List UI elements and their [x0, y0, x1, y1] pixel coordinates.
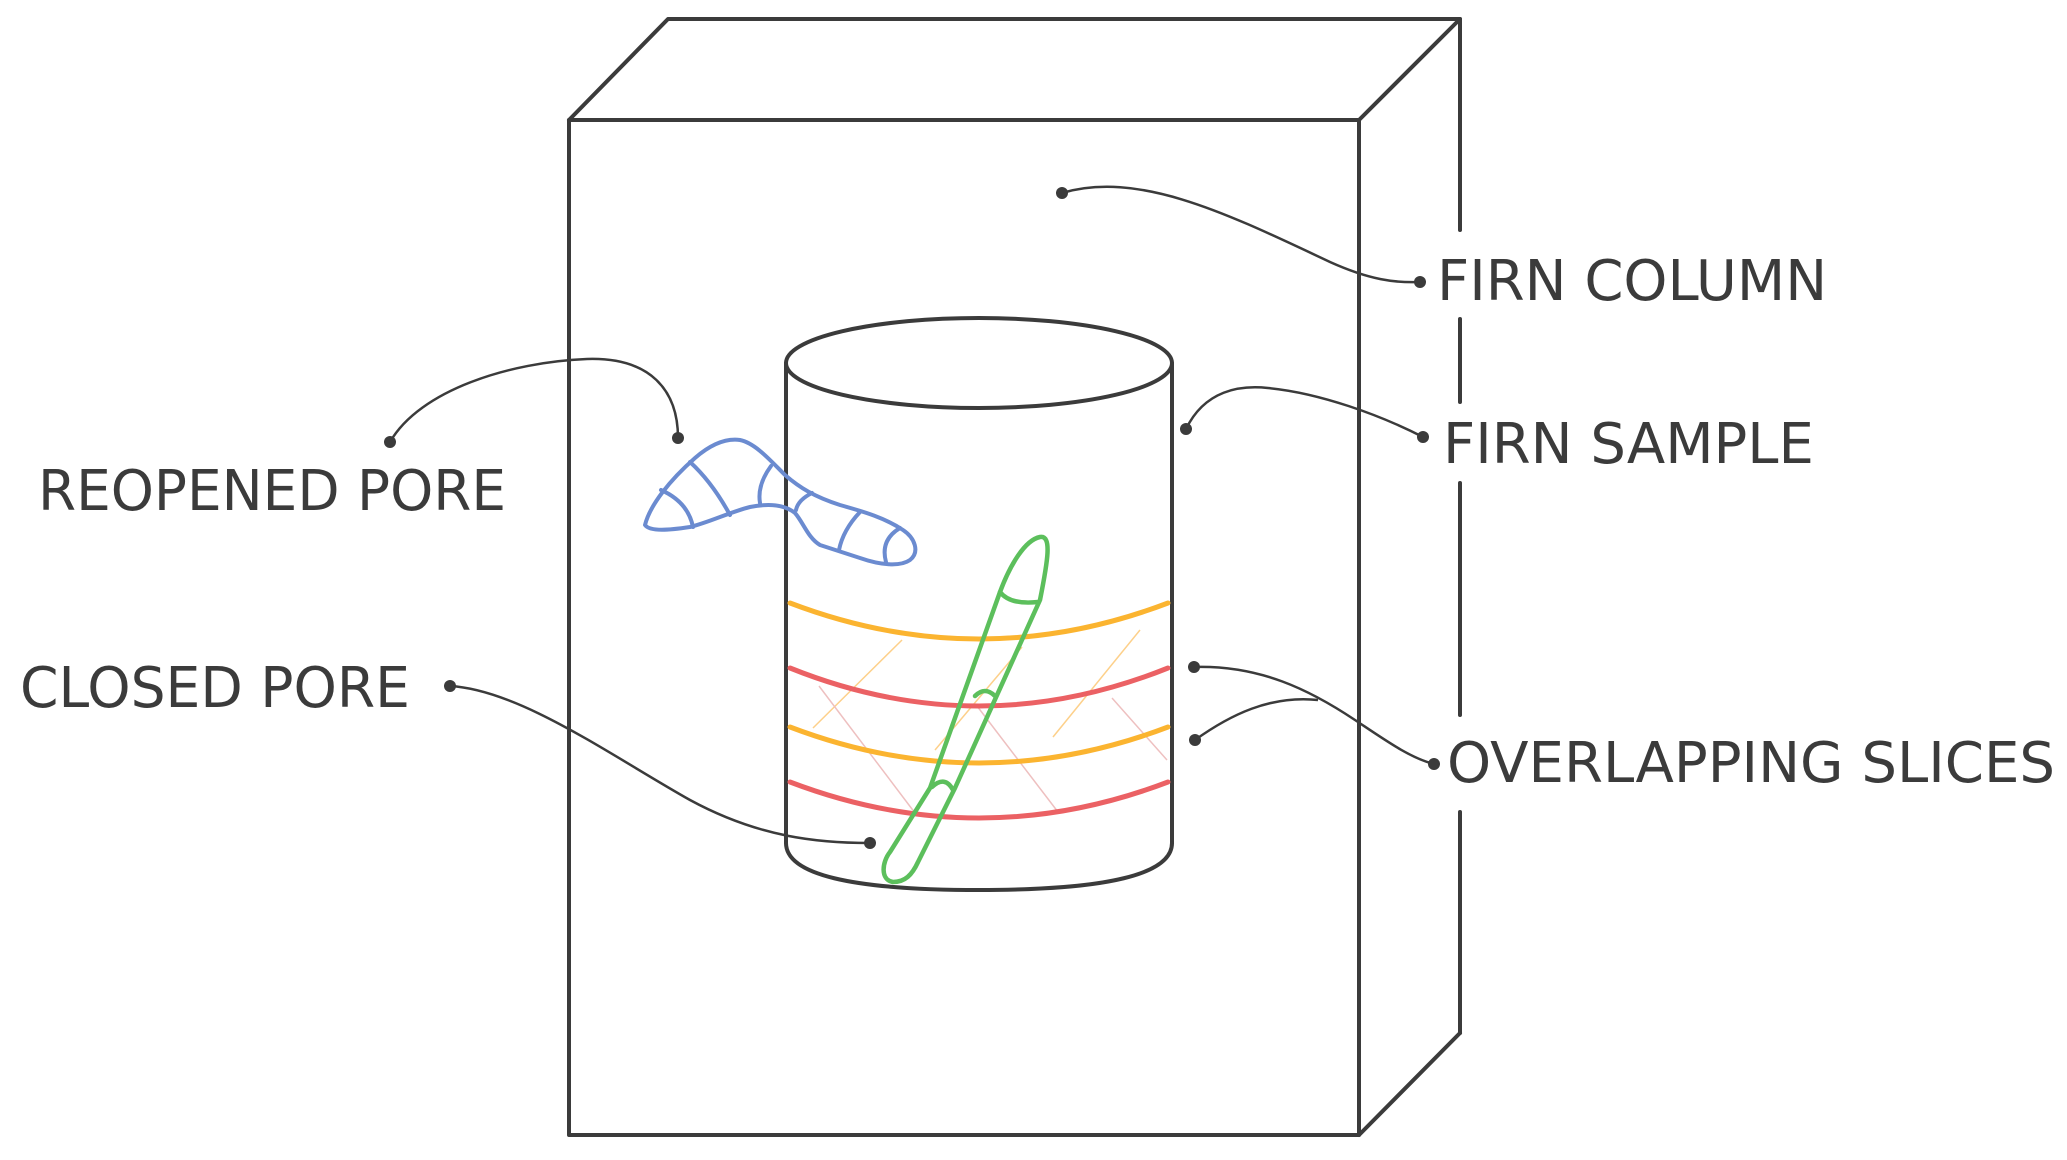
reopened-pore-band — [757, 464, 773, 505]
leader-reopened-pore — [384, 357, 684, 448]
leader-dot — [864, 837, 876, 849]
leader-line — [449, 684, 871, 845]
reopened-pore-band — [794, 491, 814, 512]
leader-closed-pore — [444, 680, 876, 849]
leader-firn-sample — [1180, 386, 1429, 443]
leader-line — [1061, 185, 1421, 284]
reopened-pore-band — [659, 488, 695, 529]
box-top-face — [567, 17, 1462, 122]
leader-firn-column — [1056, 185, 1426, 288]
leader-dot — [1417, 431, 1429, 443]
label-firn-column: FIRN COLUMN — [1437, 249, 1827, 314]
reopened-pore-band — [882, 526, 902, 564]
slice-ring — [787, 665, 1171, 709]
box-front-face — [567, 118, 1361, 1137]
reopened-pore-outline — [643, 437, 918, 567]
leader-line — [1194, 698, 1319, 742]
leader-dot — [1056, 187, 1068, 199]
reopened-pore — [643, 437, 918, 567]
leader-dot — [1180, 423, 1192, 435]
label-reopened-pore: REOPENED PORE — [38, 459, 506, 524]
leader-dot — [1189, 734, 1201, 746]
closed-pore-band — [997, 589, 1041, 605]
label-closed-pore: CLOSED PORE — [20, 656, 410, 721]
slice-hatching — [812, 629, 1168, 814]
cylinder-bottom — [784, 841, 1174, 892]
leader-overlapping-slices — [1188, 661, 1440, 770]
leader-dot — [672, 432, 684, 444]
leader-dot — [1428, 758, 1440, 770]
slice-ring — [787, 779, 1171, 821]
slice-ring — [787, 724, 1171, 766]
closed-pore-band — [929, 779, 956, 793]
leader-dot — [1188, 661, 1200, 673]
reopened-pore-band — [688, 460, 732, 517]
hatch-line-orange — [1052, 629, 1141, 738]
leader-line — [1184, 386, 1424, 439]
hatch-line-pink — [1111, 697, 1168, 761]
closed-pore — [881, 534, 1050, 885]
reopened-pore-band — [837, 510, 862, 552]
label-overlapping-slices: OVERLAPPING SLICES — [1447, 731, 2055, 796]
leader-dot — [384, 436, 396, 448]
firn-sample-cylinder — [784, 316, 1174, 892]
hatch-line-orange — [812, 639, 903, 729]
closed-pore-outline — [881, 534, 1050, 885]
leader-line — [388, 357, 680, 443]
firn-column-box — [567, 17, 1462, 1137]
box-bottom-edge — [1357, 1031, 1462, 1137]
slice-ring — [787, 600, 1171, 642]
leader-dot — [1414, 276, 1426, 288]
closed-pore-band — [972, 688, 998, 699]
overlapping-slices — [787, 600, 1171, 821]
label-firn-sample: FIRN SAMPLE — [1443, 412, 1814, 477]
leader-dot — [444, 680, 456, 692]
leader-line — [1193, 665, 1435, 766]
cylinder-top — [784, 316, 1174, 410]
